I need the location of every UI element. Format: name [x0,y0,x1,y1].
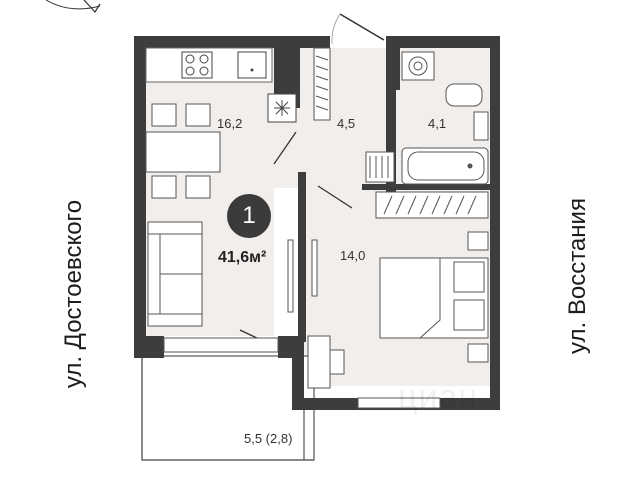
hallway-area-label: 4,5 [337,116,356,131]
fridge-icon [267,93,297,123]
entrance-door [331,13,385,45]
total-area-label: 41,6м² [218,249,267,266]
desk [307,335,345,389]
windows [163,337,441,409]
compass-icon [45,0,101,13]
watermark: циан [398,378,479,416]
hall-wardrobe [313,47,331,121]
bathroom-fixtures [365,51,489,185]
street-label-left: ул. Достоевского [60,199,87,389]
bathroom-area-label: 4,1 [428,116,447,131]
kitchen-counter [145,47,273,83]
kitchen-area-label: 16,2 [217,116,243,131]
room-count-badge: 1 [227,194,271,238]
bedroom-wardrobe [375,191,489,219]
balcony-area-label: 5,5 (2,8) [244,431,293,446]
street-label-right: ул. Восстания [564,198,591,354]
sofa [147,221,203,327]
bed [379,231,489,363]
bedroom-area-label: 14,0 [340,248,366,263]
balcony [141,358,314,461]
dining-set [145,103,221,199]
